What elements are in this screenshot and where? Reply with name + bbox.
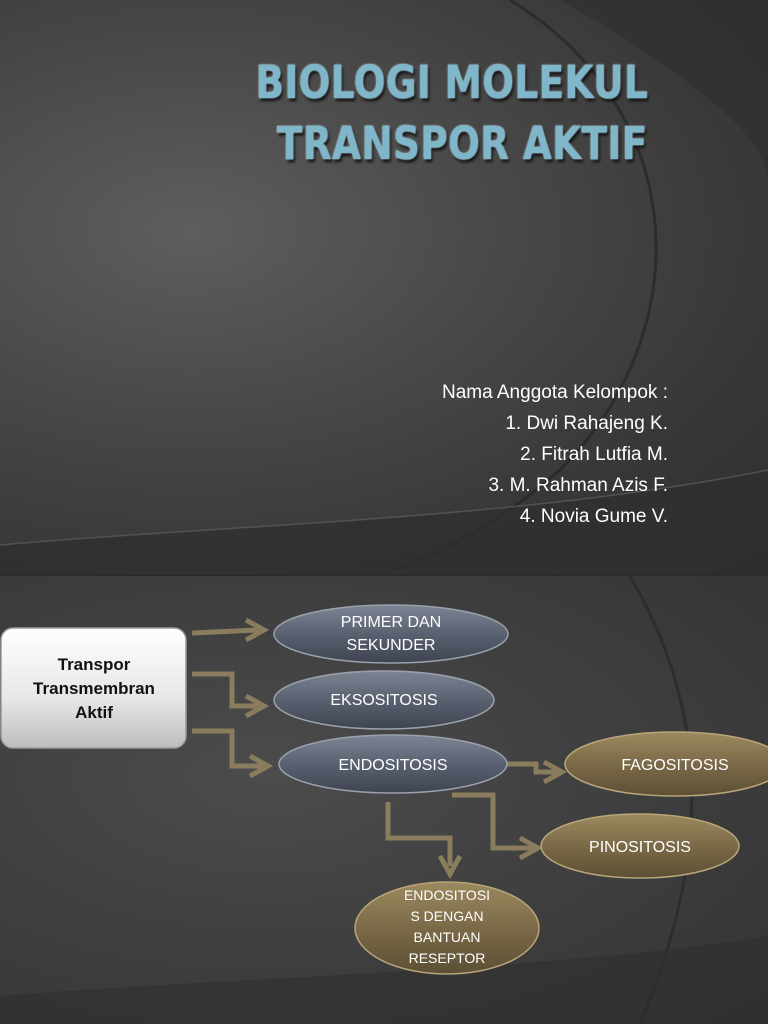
node-label: Aktif — [75, 703, 113, 722]
node-label: Transpor — [58, 655, 131, 674]
node-label: Transmembran — [33, 679, 155, 698]
node-fagositosis: FAGOSITOSIS — [564, 731, 768, 797]
member-item: 1. Dwi Rahajeng K. — [505, 413, 668, 434]
title-line-2: TRANSPOR AKTIF — [277, 117, 648, 170]
member-item: 4. Novia Gume V. — [519, 506, 668, 527]
title-slide: BIOLOGI MOLEKUL TRANSPOR AKTIF Nama Angg… — [0, 0, 768, 575]
arrow-endositosis-to-reseptor — [385, 802, 463, 880]
node-label: PINOSITOSIS — [589, 839, 691, 856]
node-endositosis-reseptor: ENDOSITOSI — [354, 881, 540, 975]
node-label: RESEPTOR — [409, 950, 486, 966]
member-list: Nama Anggota Kelompok : 1. Dwi Rahajeng … — [442, 377, 668, 532]
arrow-endositosis-to-fagositosis — [507, 759, 568, 785]
member-item: 3. M. Rahman Azis F. — [488, 475, 668, 496]
node-primer-dan-sekunder: PRIMER DAN SEKUNDER — [273, 604, 509, 664]
arrow-root-to-endositosis — [192, 728, 274, 779]
node-label: ENDOSITOSIS — [338, 757, 447, 774]
diagram-slide: Transpor Transmembran Aktif PRIMER DAN S… — [0, 576, 768, 1024]
node-endositosis: ENDOSITOSIS — [278, 734, 508, 794]
members-heading: Nama Anggota Kelompok : — [441, 382, 668, 403]
transport-diagram: Transpor Transmembran Aktif PRIMER DAN S… — [0, 604, 768, 975]
node-pinositosis: PINOSITOSIS — [540, 813, 740, 879]
node-transpor-transmembran-aktif: Transpor Transmembran Aktif — [0, 627, 187, 749]
arrow-root-to-eksositosis — [192, 671, 270, 719]
node-label: PRIMER DAN — [341, 614, 441, 631]
member-item: 2. Fitrah Lutfia M. — [520, 444, 668, 465]
arrow-root-to-primer — [191, 617, 270, 643]
arrow-endositosis-to-pinositosis — [452, 792, 544, 861]
node-label: BANTUAN — [414, 929, 481, 945]
slide-divider — [0, 575, 768, 576]
connectors — [191, 617, 568, 880]
node-label: S DENGAN — [410, 908, 483, 924]
node-label: SEKUNDER — [347, 637, 436, 654]
node-label: ENDOSITOSI — [404, 887, 490, 903]
title-line-1: BIOLOGI MOLEKUL — [255, 56, 648, 109]
node-eksositosis: EKSOSITOSIS — [273, 670, 495, 730]
node-label: FAGOSITOSIS — [621, 757, 728, 774]
node-label: EKSOSITOSIS — [330, 692, 437, 709]
